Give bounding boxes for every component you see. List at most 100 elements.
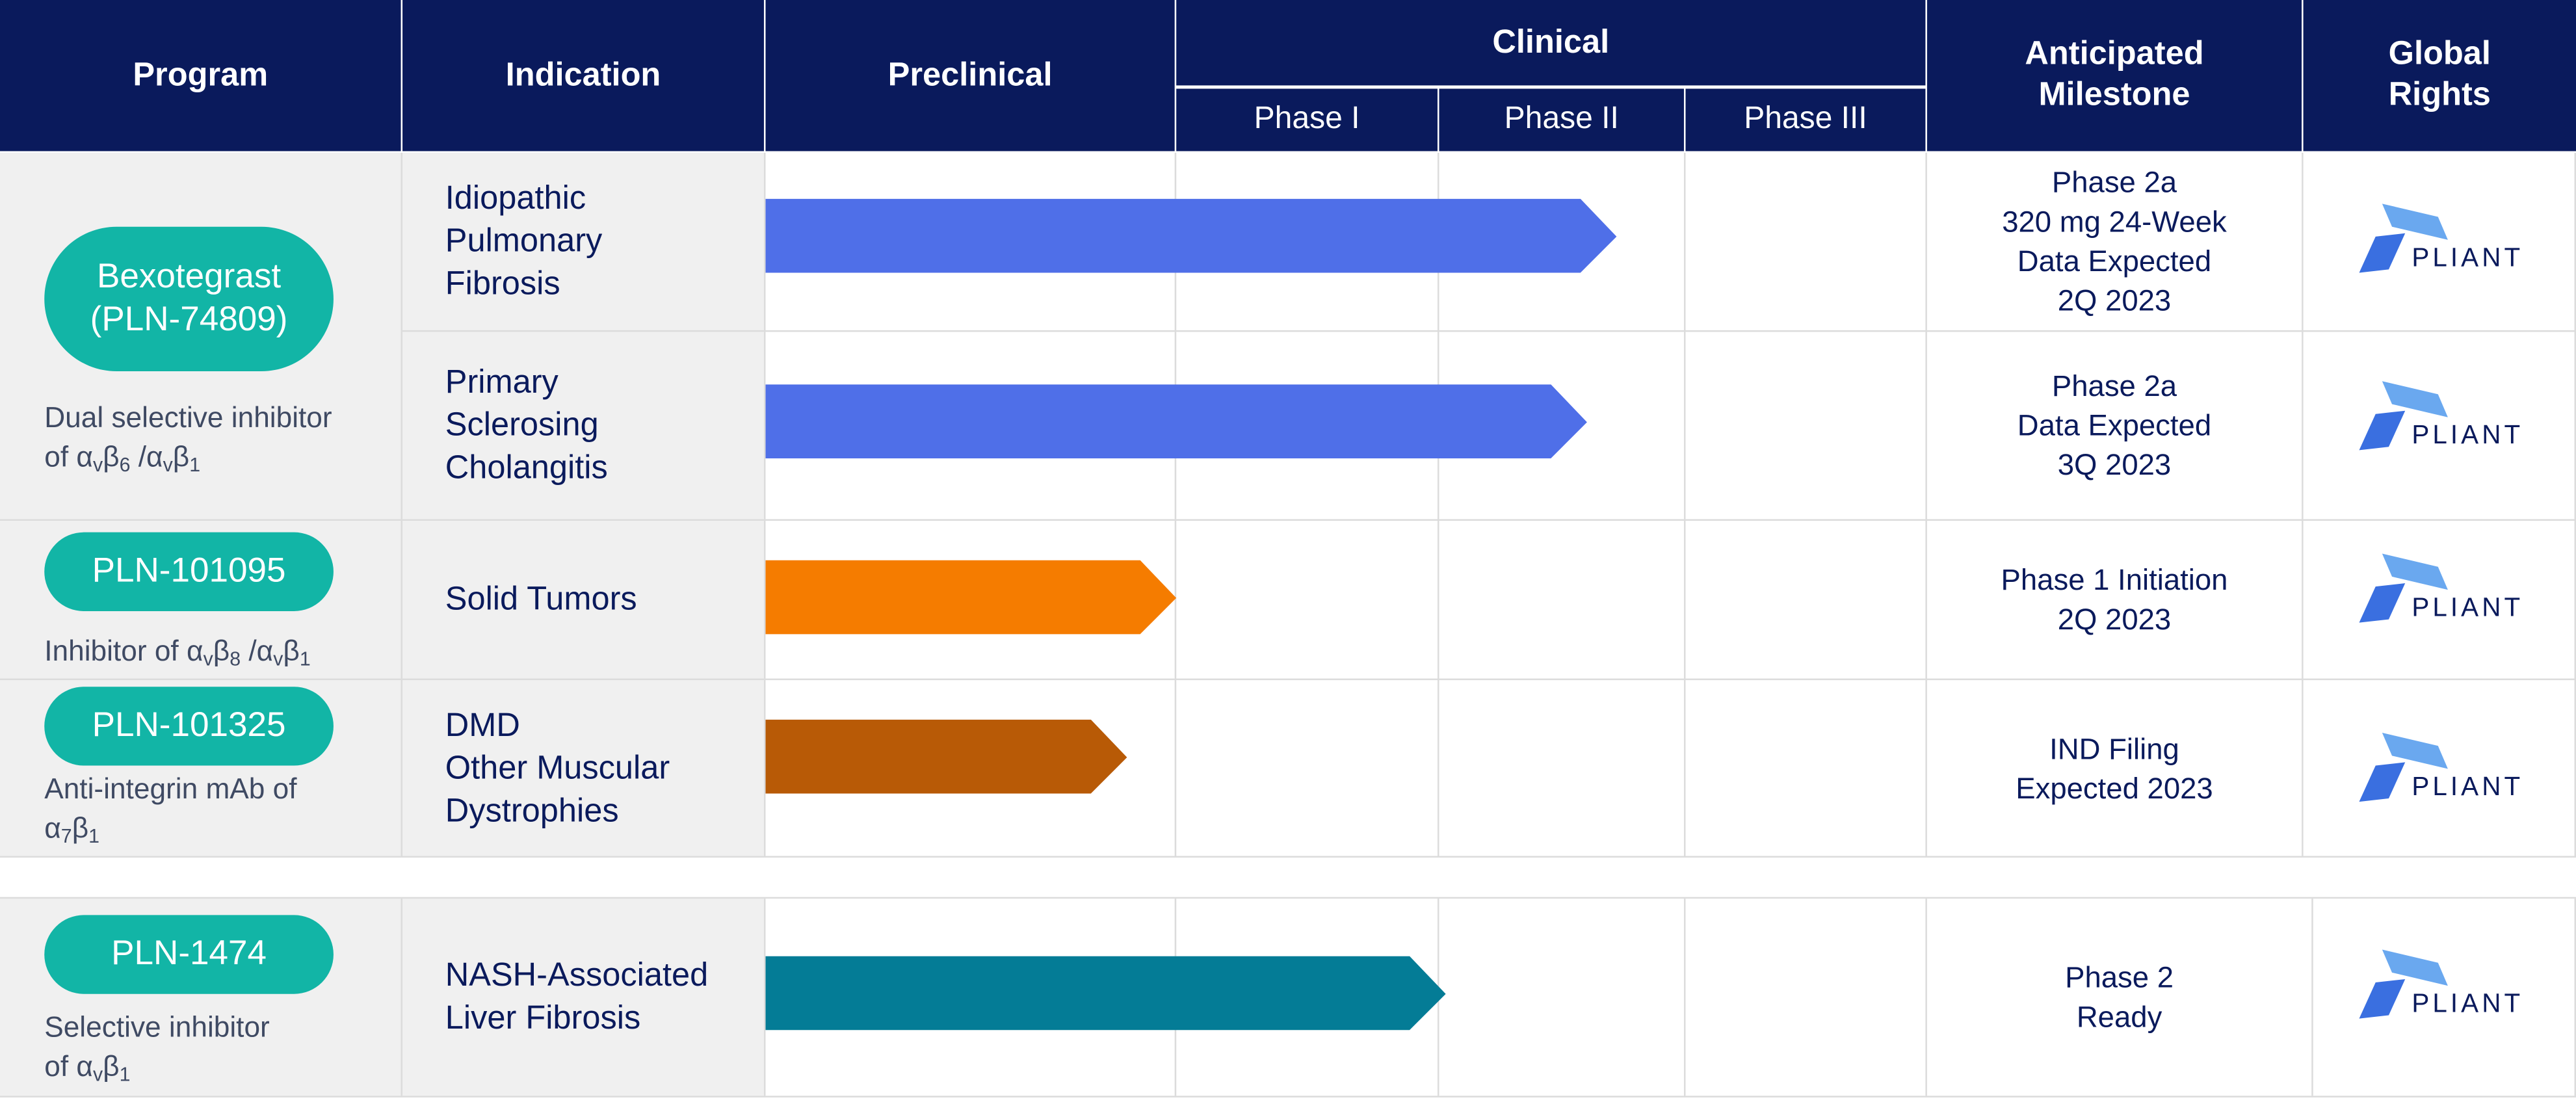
grid-line [0, 519, 2576, 521]
grid-line [401, 152, 403, 858]
grid-line [2574, 899, 2576, 1096]
progress-arrow-solid-tumors [765, 560, 1177, 635]
pliant-logo-text: PLIANT [2412, 244, 2524, 273]
subscript: 1 [119, 1062, 131, 1086]
milestone-line: Phase 2a [2051, 166, 2177, 199]
grid-line [763, 899, 766, 1096]
milestone-line: Phase 1 Initiation [2001, 563, 2228, 597]
indication-solid-tumors: Solid Tumors [445, 521, 757, 679]
subscript: v [203, 647, 213, 670]
milestone-line: Ready [2076, 1000, 2162, 1034]
subscript: 7 [60, 824, 72, 848]
milestone-line: Data Expected [2017, 409, 2212, 442]
header-milestone-line1: Anticipated [2025, 36, 2204, 73]
program-description: Inhibitor of αvβ8 /αvβ1 [44, 631, 397, 678]
header-indication: Indication [402, 0, 764, 151]
desc-text: /α [130, 440, 163, 473]
milestone-line: 2Q 2023 [2057, 603, 2172, 636]
header-rights-line2: Rights [2388, 77, 2491, 114]
milestone-line: IND Filing [2049, 731, 2179, 765]
indication-line: Solid Tumors [445, 581, 637, 618]
description-line1: Anti-integrin mAb of [44, 772, 297, 806]
indication-psc: Primary Sclerosing Cholangitis [445, 332, 757, 519]
indication-nash: NASH-Associated Liver Fibrosis [445, 899, 757, 1096]
header-milestone-line2: Milestone [2038, 77, 2190, 114]
subscript: 1 [189, 453, 201, 477]
pliant-logo-mark-icon [2359, 204, 2448, 273]
pliant-logo: PLIANT [2359, 550, 2520, 632]
desc-text: β [72, 811, 89, 845]
program-description: Anti-integrin mAb of α7β1 [44, 769, 397, 856]
indication-line: Other Muscular [445, 750, 670, 787]
pliant-logo-text: PLIANT [2412, 594, 2524, 623]
milestone-psc: Phase 2a Data Expected 3Q 2023 [1927, 332, 2302, 519]
indication-line: Fibrosis [445, 266, 560, 302]
grid-line [1925, 152, 1927, 858]
header-phase-3: Phase III [1685, 88, 1926, 151]
subscript: 6 [119, 453, 131, 477]
program-description: Dual selective inhibitor of αvβ6 /αvβ1 [44, 397, 397, 484]
milestone-solid-tumors: Phase 1 Initiation 2Q 2023 [1927, 521, 2302, 679]
grid-line [1174, 152, 1177, 858]
milestone-line: Phase 2a [2051, 369, 2177, 403]
header-clinical: Clinical [1176, 0, 1926, 86]
progress-arrow-shape [765, 384, 1587, 458]
grid-line [2302, 152, 2304, 858]
progress-arrow-dmd [765, 719, 1127, 794]
subscript: v [92, 1062, 103, 1086]
indication-line: Dystrophies [445, 793, 619, 829]
program-pill-pln-1474: PLN-1474 [44, 915, 334, 994]
header-program: Program [0, 0, 401, 151]
milestone-nash: Phase 2 Ready [1932, 899, 2307, 1096]
pliant-logo-mark-icon [2359, 381, 2448, 451]
desc-text: Inhibitor of α [44, 634, 204, 667]
description-line1: Dual selective inhibitor [44, 401, 332, 434]
subscript: 1 [88, 824, 100, 848]
progress-arrow-shape [765, 719, 1127, 794]
progress-arrow-psc [765, 384, 1587, 458]
indication-line: Liver Fibrosis [445, 1000, 641, 1037]
pliant-logo-mark-icon [2359, 553, 2448, 623]
desc-text: /α [241, 634, 274, 667]
desc-text: β [172, 440, 190, 473]
grid-line [1925, 899, 1927, 1096]
progress-arrow-nash [765, 956, 1446, 1031]
pliant-logo-mark-icon [2359, 949, 2448, 1019]
program-description: Selective inhibitor of αvβ1 [44, 1007, 397, 1094]
indication-line: Sclerosing [445, 407, 599, 444]
milestone-line: 3Q 2023 [2057, 448, 2172, 482]
header-rights-line1: Global [2388, 36, 2491, 73]
progress-arrow-shape [765, 198, 1617, 273]
indication-line: NASH-Associated [445, 958, 709, 994]
subscript: v [163, 453, 173, 477]
pliant-logo: PLIANT [2359, 729, 2520, 811]
indication-line: DMD [445, 707, 520, 744]
program-name-line2: (PLN-74809) [90, 300, 288, 339]
grid-line [0, 1096, 2576, 1097]
progress-arrow-shape [765, 560, 1177, 635]
indication-line: Idiopathic [445, 180, 586, 217]
grid-line [1437, 152, 1439, 858]
progress-arrow-ipf [765, 198, 1617, 273]
grid-line [763, 152, 766, 858]
header-preclinical: Preclinical [765, 0, 1175, 151]
header-rights: Global Rights [2303, 0, 2576, 151]
indication-line: Cholangitis [445, 450, 608, 486]
desc-text: of α [44, 1049, 93, 1083]
milestone-line: Data Expected [2017, 244, 2212, 278]
pliant-logo-mark-icon [2359, 732, 2448, 802]
header-phase-1: Phase I [1176, 88, 1438, 151]
subscript: 8 [230, 647, 241, 670]
header-milestone: Anticipated Milestone [1926, 0, 2302, 151]
grid-line [402, 330, 2576, 332]
indication-ipf: Idiopathic Pulmonary Fibrosis [445, 153, 757, 330]
description-line1: Selective inhibitor [44, 1010, 270, 1044]
desc-text: of α [44, 440, 93, 473]
milestone-line: Phase 2 [2065, 961, 2174, 994]
desc-text: β [283, 634, 300, 667]
grid-line [2311, 899, 2313, 1096]
header-phase-2: Phase II [1439, 88, 1684, 151]
grid-line [0, 856, 2576, 858]
program-pill-pln-101325: PLN-101325 [44, 687, 334, 766]
